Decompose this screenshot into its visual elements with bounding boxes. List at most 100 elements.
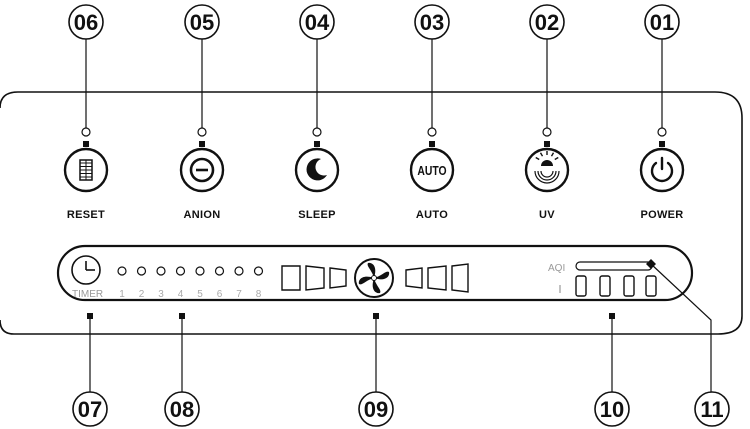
callout-circle bbox=[164, 391, 200, 427]
timer-hour-label: 2 bbox=[139, 289, 145, 300]
auto-icon: AUTO bbox=[417, 164, 446, 178]
button-power[interactable]: POWER bbox=[639, 141, 685, 221]
moon-icon bbox=[306, 158, 327, 181]
fan-speed-bars-right bbox=[405, 263, 469, 293]
callout-circle bbox=[72, 391, 108, 427]
display-strip bbox=[56, 244, 694, 302]
timer-hour-label: 1 bbox=[119, 289, 125, 300]
auto-icon-text: AUTO bbox=[417, 164, 446, 178]
button-label: SLEEP bbox=[298, 209, 336, 221]
indicator-led bbox=[427, 127, 437, 137]
callout-number: 05 bbox=[190, 10, 214, 35]
leader-line bbox=[650, 263, 712, 392]
timer-hour-indicators: 1 2 3 4 5 6 7 8 bbox=[117, 266, 264, 300]
fan-icon bbox=[354, 258, 394, 298]
top-callouts: 06 05 04 03 02 01 bbox=[68, 4, 680, 137]
fan-section bbox=[281, 258, 469, 298]
indicator-led bbox=[81, 127, 91, 137]
filter-reset-icon bbox=[79, 159, 93, 181]
callout-number: 03 bbox=[420, 10, 444, 35]
power-icon bbox=[650, 156, 674, 183]
timer-led bbox=[195, 266, 205, 276]
bottom-callouts: 07 08 09 10 11 bbox=[72, 259, 730, 427]
timer-led bbox=[136, 266, 147, 276]
callout-number: 11 bbox=[700, 397, 723, 422]
button-row: RESET ANION SLEEP AUTO AUTO UV POWER bbox=[63, 141, 685, 221]
aqi-segment bbox=[645, 275, 657, 297]
timer-led bbox=[214, 266, 225, 276]
callout-circle bbox=[594, 391, 630, 427]
indicator-led bbox=[197, 127, 207, 137]
aqi-segment bbox=[575, 275, 587, 297]
callout-number: 08 bbox=[170, 397, 194, 422]
timer-led bbox=[117, 266, 127, 276]
aqi-indicator-diamond bbox=[646, 259, 656, 269]
timer-led bbox=[234, 266, 244, 276]
fan-bar bbox=[427, 265, 447, 291]
marker-square bbox=[87, 313, 93, 319]
callout-number: 01 bbox=[650, 10, 674, 35]
marker-square bbox=[199, 141, 205, 147]
button-label: AUTO bbox=[416, 209, 448, 221]
timer-led bbox=[175, 266, 186, 276]
marker-square bbox=[179, 313, 185, 319]
timer-led bbox=[156, 266, 166, 276]
button-label: UV bbox=[539, 209, 555, 221]
callout-number: 09 bbox=[364, 397, 388, 422]
aqi-segment bbox=[623, 275, 635, 297]
fan-bar bbox=[281, 265, 301, 291]
callout-circle bbox=[694, 391, 730, 427]
aqi-bar bbox=[575, 261, 653, 271]
marker-square bbox=[429, 141, 435, 147]
button-reset[interactable]: RESET bbox=[63, 141, 109, 221]
fan-bar bbox=[405, 267, 423, 289]
marker-square bbox=[609, 313, 615, 319]
callout-circle bbox=[414, 4, 450, 40]
button-label: ANION bbox=[184, 209, 221, 221]
anion-icon bbox=[189, 157, 215, 183]
button-ring bbox=[294, 147, 340, 193]
timer-hour-label: 6 bbox=[217, 289, 223, 300]
button-label: POWER bbox=[640, 209, 683, 221]
aqi-segment bbox=[599, 275, 611, 297]
callout-number: 06 bbox=[74, 10, 98, 35]
callout-circle bbox=[644, 4, 680, 40]
button-label: RESET bbox=[67, 209, 105, 221]
button-ring bbox=[409, 147, 455, 193]
timer-hour-label: 3 bbox=[158, 289, 164, 300]
callout-circle bbox=[358, 391, 394, 427]
button-auto[interactable]: AUTO AUTO bbox=[409, 141, 455, 221]
callout-circle bbox=[529, 4, 565, 40]
fan-bar bbox=[451, 263, 469, 293]
timer-hour-label: 4 bbox=[178, 289, 184, 300]
timer-hour-label: 5 bbox=[197, 289, 203, 300]
callout-number: 10 bbox=[600, 397, 624, 422]
aqi-label: AQI bbox=[548, 263, 565, 274]
callout-circle bbox=[184, 4, 220, 40]
timer-hour-label: 8 bbox=[256, 289, 262, 300]
button-ring bbox=[524, 147, 570, 193]
callout-number: 02 bbox=[535, 10, 559, 35]
indicator-led bbox=[542, 127, 552, 137]
callout-number: 07 bbox=[78, 397, 102, 422]
button-uv[interactable]: UV bbox=[524, 141, 570, 221]
indicator-led bbox=[657, 127, 667, 137]
button-anion[interactable]: ANION bbox=[179, 141, 225, 221]
fan-speed-bars-left bbox=[281, 265, 347, 291]
panel-outline bbox=[0, 91, 743, 335]
timer-hour-label: 7 bbox=[236, 289, 242, 300]
marker-square bbox=[314, 141, 320, 147]
marker-square bbox=[83, 141, 89, 147]
timer-label: TIMER bbox=[72, 289, 103, 300]
marker-square bbox=[373, 313, 379, 319]
uv-lamp-icon bbox=[534, 151, 560, 184]
aqi-section: AQI bbox=[548, 261, 657, 297]
callout-number: 04 bbox=[305, 10, 330, 35]
timer-led bbox=[253, 266, 264, 276]
indicator-led bbox=[312, 127, 322, 137]
marker-square bbox=[659, 141, 665, 147]
clock-icon bbox=[71, 255, 101, 285]
button-sleep[interactable]: SLEEP bbox=[294, 141, 340, 221]
